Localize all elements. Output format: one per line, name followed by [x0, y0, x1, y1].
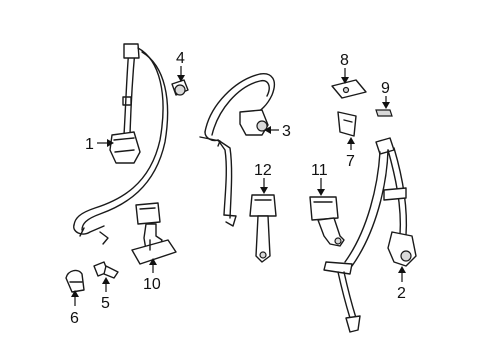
- part-9-clip: [375, 109, 393, 117]
- part-12-buckle: [249, 194, 277, 263]
- part-1-belt-retractor-left: [73, 43, 169, 245]
- callout-7: 7: [346, 153, 355, 170]
- part-2-belt-retractor-right: [323, 137, 417, 333]
- part-6-cover: [65, 269, 85, 293]
- part-4-bolt: [171, 79, 189, 96]
- part-7-bracket: [337, 111, 357, 137]
- callout-6: 6: [70, 310, 79, 327]
- callout-1: 1: [85, 136, 94, 153]
- callout-11: 11: [311, 162, 328, 179]
- callout-5: 5: [101, 295, 110, 312]
- callout-3: 3: [282, 123, 291, 140]
- callout-10: 10: [143, 276, 161, 293]
- callout-4: 4: [176, 50, 185, 67]
- part-11-buckle: [309, 196, 345, 247]
- part-3-belt-retractor-center: [199, 73, 276, 227]
- leader-lines: [71, 66, 406, 306]
- callout-2: 2: [397, 285, 406, 302]
- part-8-guide-cover: [331, 79, 367, 99]
- callout-12: 12: [254, 162, 272, 179]
- callout-8: 8: [340, 52, 349, 69]
- part-10-buckle-bracket: [131, 202, 177, 265]
- callout-9: 9: [381, 80, 390, 97]
- part-5-bolt: [93, 261, 119, 279]
